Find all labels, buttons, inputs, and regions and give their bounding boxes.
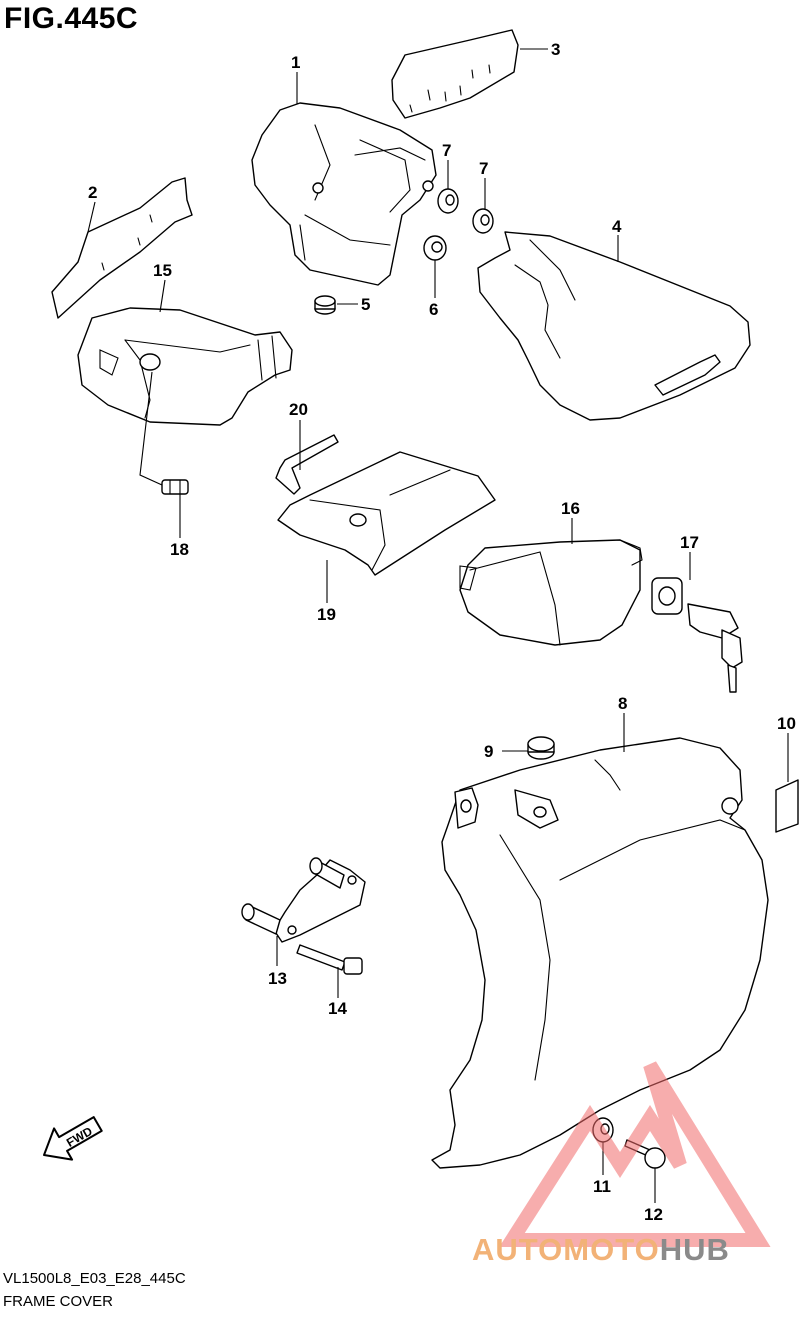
- part-15-left-cover[interactable]: [77, 307, 293, 426]
- callout-13: 13: [268, 969, 287, 988]
- watermark-text-part2: HUB: [659, 1232, 730, 1267]
- part-1-frame-bracket[interactable]: [251, 102, 437, 286]
- callout-9: 9: [484, 742, 493, 761]
- part-19-tool-bag[interactable]: [277, 451, 496, 576]
- part-17-lock-set[interactable]: [651, 577, 743, 693]
- part-20-hex-wrench[interactable]: [275, 434, 339, 495]
- callout-1: 1: [291, 53, 300, 72]
- part-8-frame-cover[interactable]: [431, 737, 769, 1169]
- callout-5: 5: [361, 295, 370, 314]
- callout-18: 18: [170, 540, 189, 559]
- model-code: VL1500L8_E03_E28_445C: [3, 1270, 186, 1287]
- figure-caption: FRAME COVER: [3, 1293, 114, 1310]
- callout-labels: 1 2 3 4 5 6 7 7 8 9 10 11 12 13 14 15 16…: [88, 40, 796, 1224]
- part-16-right-cover[interactable]: [459, 539, 643, 646]
- callout-15: 15: [153, 261, 172, 280]
- callout-12: 12: [644, 1205, 663, 1224]
- part-7-grommet-b[interactable]: [472, 208, 494, 234]
- part-7-grommet-a[interactable]: [437, 188, 459, 214]
- watermark-logo-icon: [499, 1061, 771, 1247]
- part-14-bolt[interactable]: [296, 944, 363, 975]
- callout-4: 4: [612, 217, 622, 236]
- callout-3: 3: [551, 40, 560, 59]
- callout-20: 20: [289, 400, 308, 419]
- callout-7b: 7: [479, 159, 488, 178]
- callout-10: 10: [777, 714, 796, 733]
- part-9-grommet[interactable]: [527, 736, 555, 760]
- callout-8: 8: [618, 694, 627, 713]
- callout-19: 19: [317, 605, 336, 624]
- watermark-text: AUTOMOTOHUB: [472, 1232, 730, 1268]
- callout-16: 16: [561, 499, 580, 518]
- part-5-grommet[interactable]: [314, 295, 336, 315]
- part-3-bracket-plate[interactable]: [391, 29, 519, 119]
- callout-2: 2: [88, 183, 97, 202]
- callout-6: 6: [429, 300, 438, 319]
- part-18-bolt[interactable]: [161, 479, 189, 495]
- leader-lines: [87, 48, 789, 1203]
- part-4-side-cover[interactable]: [477, 231, 751, 421]
- part-13-mounting-bracket[interactable]: [241, 857, 366, 943]
- callout-17: 17: [680, 533, 699, 552]
- part-10-label[interactable]: [775, 779, 799, 833]
- callout-7a: 7: [442, 141, 451, 160]
- figure-title: FIG.445C: [4, 2, 139, 35]
- callout-14: 14: [328, 999, 347, 1018]
- callout-11: 11: [593, 1177, 611, 1196]
- part-6-grommet[interactable]: [423, 235, 447, 261]
- watermark-text-part1: AUTOMOTO: [472, 1232, 660, 1267]
- part-2-bracket-plate[interactable]: [51, 177, 193, 319]
- fwd-arrow-icon: FWD: [43, 1116, 103, 1161]
